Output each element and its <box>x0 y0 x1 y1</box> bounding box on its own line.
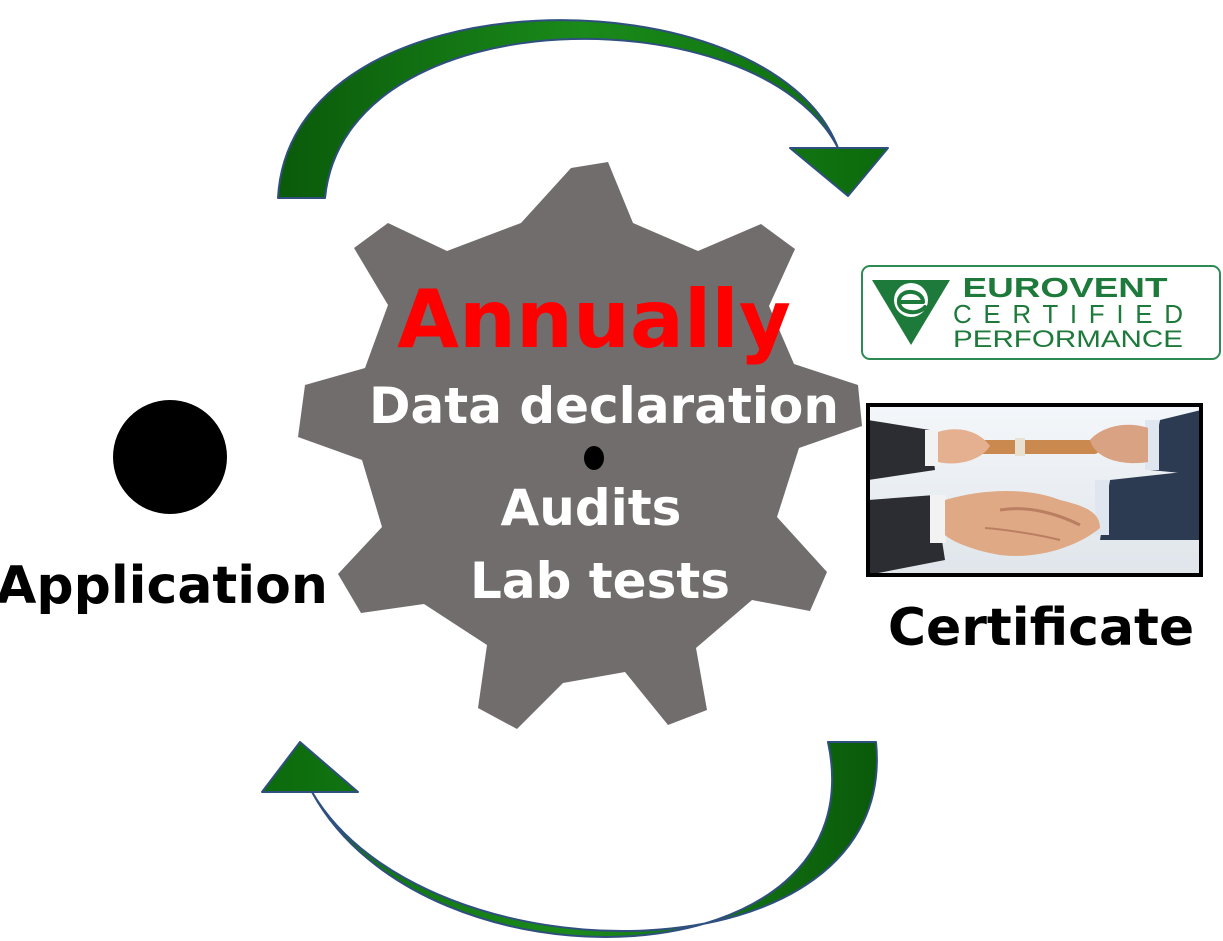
application-label: Application <box>0 556 328 616</box>
application-node <box>113 400 227 514</box>
gear-item-data-declaration: Data declaration <box>369 377 839 435</box>
gear-headline: Annually <box>397 273 791 366</box>
gear-item-lab-tests: Lab tests <box>470 552 730 610</box>
logo-line-eurovent: EUROVENT <box>963 272 1168 303</box>
gear-icon <box>298 162 862 729</box>
certificate-label: Certificate <box>888 598 1194 658</box>
logo-line-performance: PERFORMANCE <box>953 326 1183 353</box>
gear-item-audits: Audits <box>501 479 682 537</box>
handshake-certificate-photo-icon <box>866 403 1203 577</box>
bottom-cycle-arrow <box>261 741 878 938</box>
top-cycle-arrow <box>277 19 889 199</box>
gear-center-dot <box>584 446 604 470</box>
eurovent-logo: EUROVENT CERTIFIED PERFORMANCE <box>861 265 1221 360</box>
